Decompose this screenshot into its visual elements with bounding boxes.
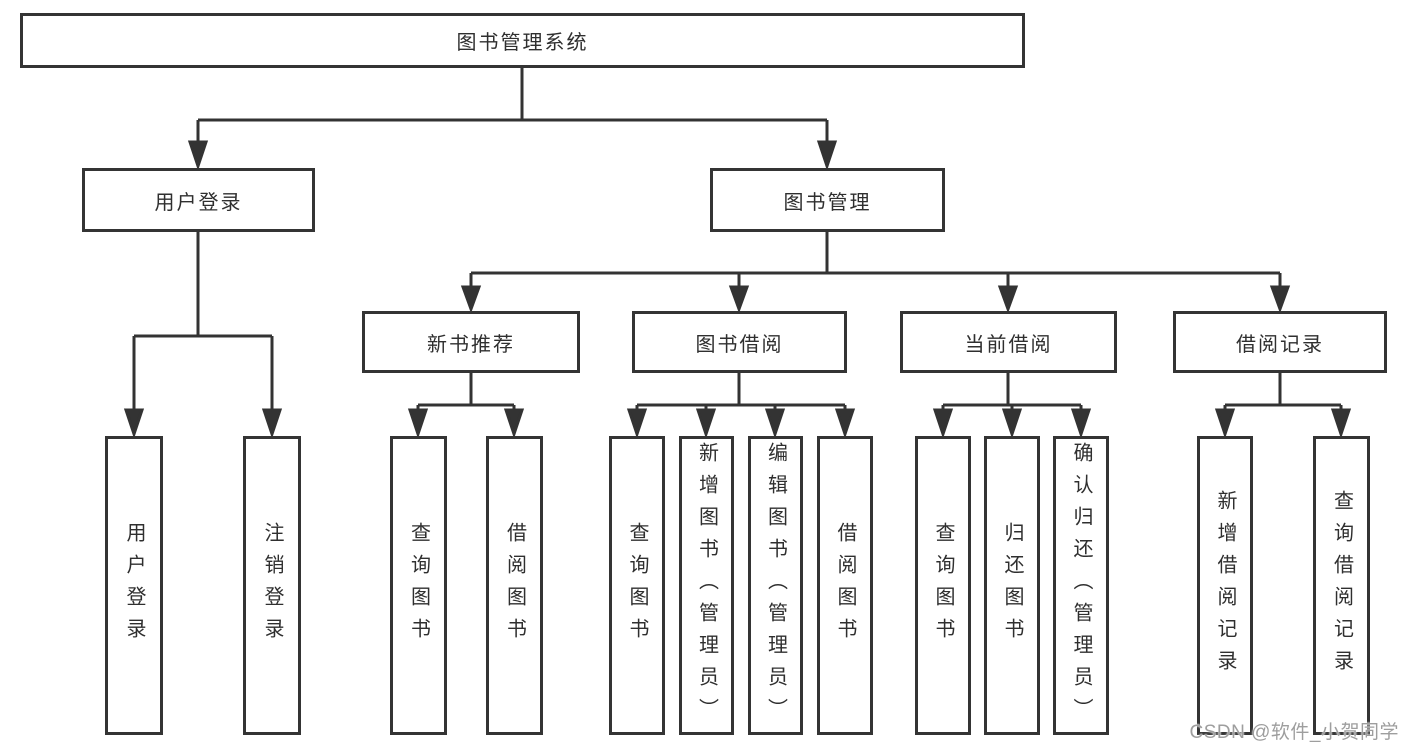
node-current-borrow: 当前借阅 [900, 311, 1117, 373]
node-leaf-add-borrow-record-label: 新增借阅记录 [1214, 489, 1236, 682]
node-leaf-query-book-current-label: 查询图书 [932, 521, 954, 650]
node-leaf-add-book-label: 新增图书（管理员） [695, 441, 718, 730]
node-leaf-query-borrow-record-label: 查询借阅记录 [1330, 489, 1353, 682]
node-root-label: 图书管理系统 [456, 32, 589, 54]
node-leaf-add-borrow-record: 新增借阅记录 [1197, 436, 1253, 735]
node-borrow-record-label: 借阅记录 [1236, 333, 1324, 356]
connector-book-borrow [626, 373, 856, 439]
node-leaf-add-book: 新增图书（管理员） [679, 436, 734, 735]
node-leaf-edit-book: 编辑图书（管理员） [748, 436, 803, 735]
node-book-borrow: 图书借阅 [632, 311, 847, 373]
connector-root [187, 68, 838, 171]
node-leaf-borrow-book-rec: 借阅图书 [486, 436, 543, 735]
node-leaf-query-borrow-record: 查询借阅记录 [1313, 436, 1370, 735]
node-leaf-return-book-label: 归还图书 [1001, 521, 1023, 650]
node-user-login: 用户登录 [82, 168, 315, 232]
node-new-book-rec-label: 新书推荐 [427, 333, 515, 356]
node-leaf-query-book-borrow-label: 查询图书 [626, 521, 648, 650]
node-leaf-query-book-rec-label: 查询图书 [407, 521, 430, 650]
node-leaf-confirm-return-label: 确认归还（管理员） [1070, 441, 1092, 730]
node-borrow-record: 借阅记录 [1173, 311, 1387, 373]
connector-book-mgmt [460, 232, 1291, 314]
node-leaf-logout: 注销登录 [243, 436, 301, 735]
node-book-mgmt-label: 图书管理 [783, 191, 872, 214]
node-book-borrow-label: 图书借阅 [695, 333, 784, 356]
node-book-mgmt: 图书管理 [710, 168, 945, 232]
node-leaf-borrow-book: 借阅图书 [817, 436, 873, 735]
node-root: 图书管理系统 [20, 13, 1025, 68]
node-leaf-borrow-book-rec-label: 借阅图书 [503, 521, 526, 650]
node-leaf-query-book-rec: 查询图书 [390, 436, 447, 735]
node-leaf-query-book-borrow: 查询图书 [609, 436, 665, 735]
node-current-borrow-label: 当前借阅 [964, 333, 1053, 356]
node-leaf-logout-label: 注销登录 [261, 521, 283, 650]
node-leaf-edit-book-label: 编辑图书（管理员） [764, 441, 787, 730]
node-leaf-borrow-book-label: 借阅图书 [834, 521, 856, 650]
node-leaf-return-book: 归还图书 [984, 436, 1040, 735]
connector-user-login [123, 232, 283, 439]
csdn-watermark: CSDN @软件_小贺同学 [1189, 722, 1399, 743]
node-user-login-label: 用户登录 [154, 191, 243, 214]
connector-current-borrow [932, 373, 1092, 439]
node-new-book-rec: 新书推荐 [362, 311, 580, 373]
node-leaf-query-book-current: 查询图书 [915, 436, 971, 735]
node-leaf-user-login: 用户登录 [105, 436, 163, 735]
connector-new-book-rec [407, 373, 525, 439]
node-leaf-confirm-return: 确认归还（管理员） [1053, 436, 1109, 735]
node-leaf-user-login-label: 用户登录 [123, 521, 145, 650]
connector-borrow-record [1214, 373, 1352, 439]
